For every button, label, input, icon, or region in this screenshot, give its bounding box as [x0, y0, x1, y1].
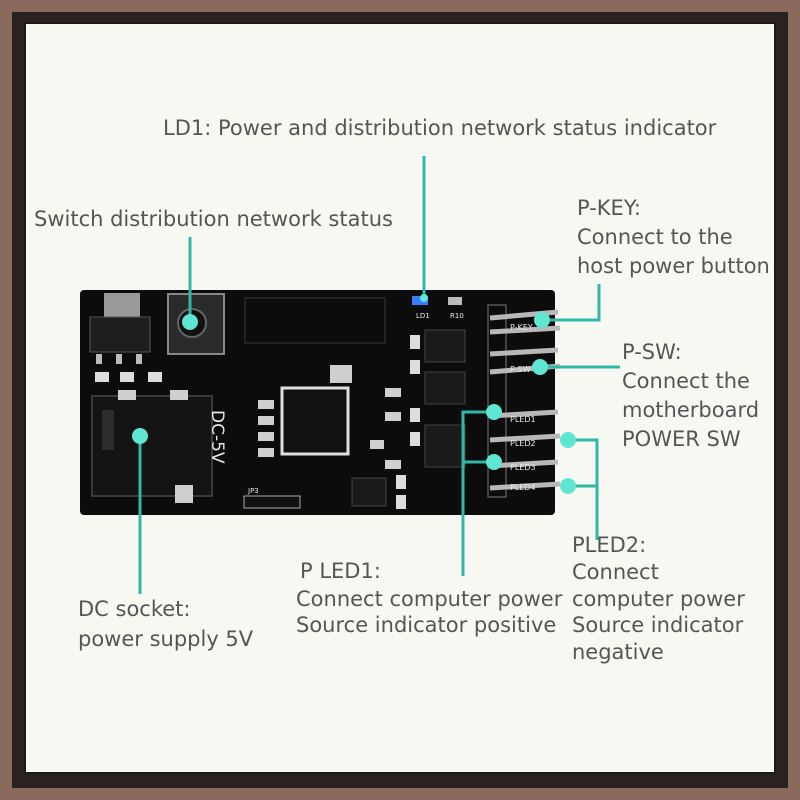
switch-dot	[182, 314, 198, 330]
crystal	[330, 365, 352, 383]
antenna-trace	[244, 297, 386, 344]
jp3-header	[243, 495, 301, 509]
ld1-silkscreen: LD1	[416, 312, 430, 320]
leader-lines	[138, 156, 620, 594]
dc5v-silkscreen: DC-5V	[207, 410, 227, 464]
r10-silkscreen: R10	[450, 312, 464, 320]
dc-jack-slot	[102, 410, 114, 450]
header-pin	[489, 409, 559, 419]
pkey-leader	[542, 284, 601, 322]
mcu-chip	[280, 386, 350, 456]
pkey-label-line1: Connect to the	[577, 225, 733, 249]
header-pin	[489, 309, 559, 321]
pled2-label-line3: Source indicator	[572, 613, 744, 637]
switch-ic	[424, 371, 466, 405]
resistor	[385, 388, 401, 397]
psw-label-line3: POWER SW	[622, 427, 741, 451]
ld1-label: LD1: Power and distribution network stat…	[163, 116, 717, 140]
resistor	[258, 432, 274, 441]
regulator-pin	[116, 354, 122, 364]
jp3-silkscreen: JP3	[247, 487, 259, 495]
pled1-silkscreen: PLED1	[510, 415, 536, 424]
regulator-pin	[136, 354, 142, 364]
resistor	[385, 412, 401, 421]
leader-dots	[132, 294, 576, 494]
regulator-pin	[96, 354, 102, 364]
pled1-label-title: P LED1:	[300, 559, 381, 583]
pkey-label-line2: host power button	[577, 254, 770, 278]
switch-ic	[424, 424, 466, 468]
header-pin	[489, 481, 561, 491]
pled2-dot-a	[560, 432, 576, 448]
ld1-dot	[420, 294, 428, 302]
header-pin	[489, 347, 559, 357]
regulator-body	[89, 316, 151, 353]
pkey-dot	[534, 312, 550, 328]
dc-jack-pin	[170, 390, 188, 400]
header-pin	[489, 433, 561, 443]
pled1-dot-b	[486, 454, 502, 470]
psw-label-line2: motherboard	[622, 398, 760, 422]
dc-label-line1: power supply 5V	[78, 627, 254, 651]
dc-jack-pin	[118, 390, 136, 400]
resistor	[258, 400, 274, 409]
resistor	[385, 460, 401, 469]
pled1-label-line1: Connect computer power	[296, 587, 563, 611]
pled2-dot-b	[560, 478, 576, 494]
pkey-label-title: P-KEY:	[577, 196, 641, 220]
pled1-label-line2: Source indicator positive	[296, 613, 557, 637]
pled2-silkscreen: PLED2	[510, 439, 536, 448]
psw-label-line1: Connect the	[622, 369, 750, 393]
capacitor	[120, 372, 134, 382]
pled2-label-line1: Connect	[572, 560, 659, 584]
dc-dot	[132, 428, 148, 444]
dc-jack-pin	[175, 485, 193, 503]
pin-header-outline	[487, 304, 507, 498]
pled4-silkscreen: PLED4	[510, 483, 536, 492]
regulator-tab	[104, 293, 140, 317]
diode	[396, 475, 406, 489]
resistor	[258, 416, 274, 425]
resistor	[258, 448, 274, 457]
pled2-leader-a	[568, 438, 599, 540]
dc-label-title: DC socket:	[78, 597, 191, 621]
resistor	[448, 297, 462, 305]
pled2-label-title: PLED2:	[572, 533, 647, 557]
diode	[410, 432, 420, 446]
diode	[396, 495, 406, 509]
ld1-led	[412, 296, 428, 305]
psw-dot	[532, 359, 548, 375]
pkey-silkscreen: P-KEY	[510, 323, 533, 332]
switch-ic	[351, 477, 387, 507]
capacitor	[95, 372, 109, 382]
header-pin	[489, 325, 561, 335]
pled2-label-line2: computer power	[572, 587, 745, 611]
pled1-leader-a	[461, 410, 494, 576]
switch-label: Switch distribution network status	[34, 207, 393, 231]
pled2-label-line4: negative	[572, 640, 664, 664]
header-pin	[489, 459, 559, 469]
pled3-silkscreen: PLED3	[510, 463, 536, 472]
psw-silkscreen: P-SW	[510, 365, 531, 374]
psw-label-title: P-SW:	[622, 340, 682, 364]
diode	[410, 408, 420, 422]
diode	[410, 335, 420, 349]
capacitor	[370, 440, 384, 449]
switch-ic	[424, 329, 466, 363]
capacitor	[148, 372, 162, 382]
pled1-dot-a	[486, 404, 502, 420]
diode	[410, 360, 420, 374]
